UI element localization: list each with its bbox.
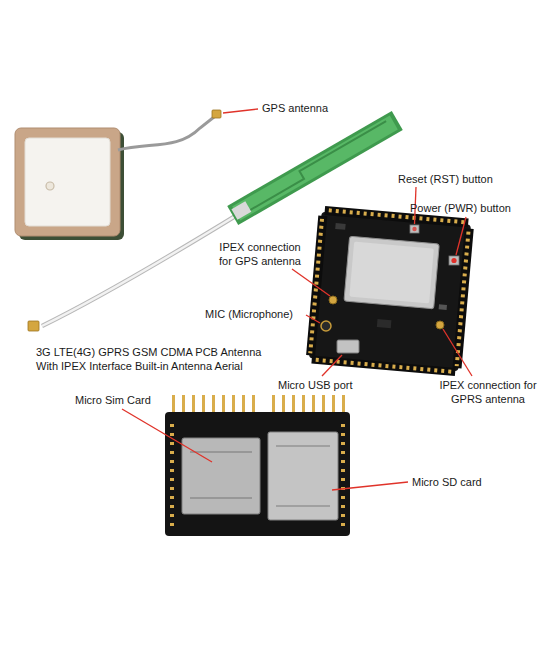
smd-part [439,304,447,310]
slot-detail [276,445,330,447]
gsm-module [344,236,439,309]
antenna-base [15,128,120,236]
antenna-pcb [19,132,124,240]
pin-header [306,215,327,355]
board-bottom [165,405,350,536]
callout-label: Micro USB port [278,378,353,392]
reset-cap [412,227,416,231]
callout-label: Power (PWR) button [410,201,511,215]
antenna-trace [241,121,391,213]
microphone [321,321,331,331]
leader-line [322,355,342,376]
smd-part [335,223,345,230]
power-cap [451,258,456,263]
reset-button [410,225,419,233]
leader-lines [122,109,472,490]
leader-line [292,269,330,296]
a9g-board [305,206,474,377]
board-body [309,212,471,372]
board-body [165,412,350,536]
callout-label: GPS antenna [262,101,328,115]
pin-header [311,355,455,376]
gps-cable [118,117,214,150]
callout-label: Micro Sim Card [75,393,151,407]
ceramic-patch [25,138,110,226]
header-pins [457,232,469,366]
leader-line [456,217,466,255]
antenna-strip-inner [232,116,398,221]
smd-part [377,319,392,328]
leader-line [122,409,212,462]
sim-slot [182,438,260,514]
callout-label: 3G LTE(4G) GPRS GSM CDMA PCB Antenna Wit… [36,345,271,373]
leader-line [223,109,258,113]
leader-line [306,315,320,323]
callout-label: IPEX connection for GPS antenna [216,240,304,268]
module-shield [349,242,433,304]
leader-line [332,482,408,490]
header-pins [170,424,174,532]
slot-detail [190,497,252,499]
leader-line [443,329,472,376]
micro-usb [337,340,359,353]
feed-point [46,182,54,190]
header-pins [341,424,345,532]
sd-slot [268,432,338,520]
slot-detail [276,505,330,507]
solder-pad [231,201,251,219]
power-button [449,256,459,265]
callout-label: Micro SD card [412,475,482,489]
callout-label: IPEX connection for GPRS antenna [438,378,538,406]
ipex-socket [329,296,337,304]
ipex-plug [212,110,221,118]
callout-label: Reset (RST) button [398,172,493,186]
gps-patch-antenna [15,128,124,240]
pcb-antenna [227,111,403,225]
ipex-plug [28,321,39,331]
ipex-socket [436,321,444,329]
slot-detail [190,451,252,453]
pin-header [453,228,474,368]
antenna-strip [227,111,403,225]
callout-label: MIC (Microphone) [205,307,293,321]
